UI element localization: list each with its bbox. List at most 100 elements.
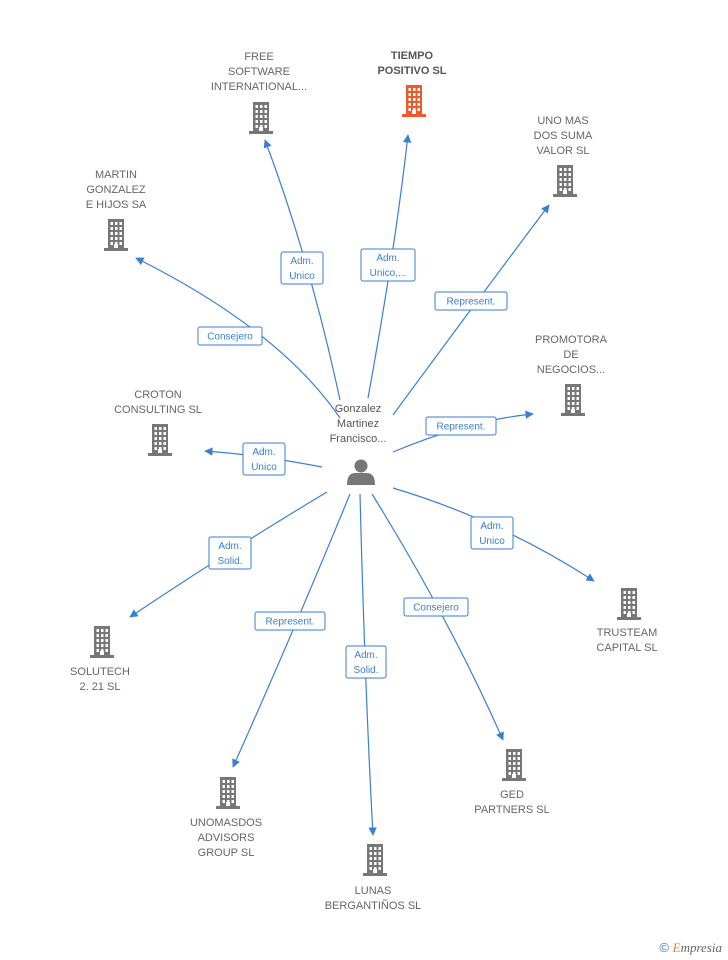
edge-unomasdos_advisors[interactable]: Represent. — [232, 493, 351, 768]
building-icon — [363, 844, 387, 876]
company-label: ADVISORS — [198, 832, 255, 844]
company-label: BERGANTIÑOS SL — [325, 899, 422, 912]
edge-free_software[interactable]: Adm. Unico — [263, 139, 341, 401]
brand-rest: mpresia — [680, 940, 722, 955]
building-icon — [502, 749, 526, 781]
company-node-free_software[interactable]: FREE SOFTWARE INTERNATIONAL... — [211, 51, 307, 134]
company-label: SOLUTECH — [70, 666, 130, 678]
company-node-uno_mas_dos[interactable]: UNO MAS DOS SUMA VALOR SL — [534, 115, 593, 197]
edge-label-box[interactable] — [208, 536, 252, 570]
building-icon — [617, 588, 641, 620]
edge-label-box[interactable] — [345, 645, 387, 679]
person-icon — [347, 459, 375, 485]
company-node-croton[interactable]: CROTON CONSULTING SL — [114, 389, 202, 456]
company-node-tiempo_positivo[interactable]: TIEMPO POSITIVO SL — [377, 50, 447, 117]
edge-lunas[interactable]: Adm. Solid. — [345, 493, 387, 836]
company-node-ged[interactable]: GED PARTNERS SL — [474, 749, 550, 816]
company-label: FREE — [244, 51, 273, 63]
edge-tiempo_positivo[interactable]: Adm. Unico,... — [360, 134, 416, 399]
company-label: NEGOCIOS... — [537, 364, 605, 376]
brand-first-letter: E — [672, 940, 681, 955]
person-label: Francisco... — [330, 433, 387, 445]
company-label: DOS SUMA — [534, 130, 593, 142]
edge-label-text: Adm. — [252, 447, 275, 458]
edge-label-text: Consejero — [207, 332, 253, 343]
company-label: SOFTWARE — [228, 66, 290, 78]
footer-brand: © Empresia — [659, 940, 722, 956]
company-label: VALOR SL — [537, 145, 590, 157]
edge-label-text: Represent. — [437, 422, 486, 433]
edge-label-text: Solid. — [353, 665, 378, 676]
edge-label-text: Solid. — [217, 556, 242, 567]
edge-martin_gonzalez[interactable]: Consejero — [135, 257, 341, 419]
edge-label-text: Represent. — [266, 617, 315, 628]
edge-uno_mas_dos[interactable]: Represent. — [392, 204, 550, 416]
company-label: TIEMPO — [391, 50, 434, 62]
company-label: INTERNATIONAL... — [211, 81, 307, 93]
edge-label-text: Adm. — [376, 253, 399, 264]
company-label: GONZALEZ — [86, 184, 146, 196]
edge-label-text: Consejero — [413, 603, 459, 614]
building-icon — [561, 384, 585, 416]
company-label: CONSULTING SL — [114, 404, 202, 416]
building-icon — [553, 165, 577, 197]
company-label: UNO MAS — [537, 115, 588, 127]
company-label: POSITIVO SL — [377, 65, 446, 77]
copyright-symbol: © — [659, 940, 670, 955]
company-label: LUNAS — [355, 885, 392, 897]
edge-label-box[interactable] — [470, 516, 514, 550]
edge-ged[interactable]: Consejero — [371, 493, 504, 741]
company-label: DE — [563, 349, 578, 361]
edge-trusteam[interactable]: Adm. Unico — [392, 487, 595, 582]
building-icon — [216, 777, 240, 809]
edge-promotora[interactable]: Represent. — [392, 410, 534, 453]
center-node[interactable]: GonzalezMartinezFrancisco... — [330, 403, 387, 485]
company-label: CROTON — [134, 389, 182, 401]
company-node-unomasdos_advisors[interactable]: UNOMASDOS ADVISORS GROUP SL — [190, 777, 262, 859]
edge-label-text: Unico,... — [370, 268, 407, 279]
company-label: MARTIN — [95, 169, 137, 181]
company-node-martin_gonzalez[interactable]: MARTIN GONZALEZ E HIJOS SA — [86, 169, 147, 251]
company-node-promotora[interactable]: PROMOTORADENEGOCIOS... — [535, 334, 608, 416]
edge-label-box[interactable] — [360, 248, 416, 282]
company-node-solutech[interactable]: SOLUTECH 2. 21 SL — [70, 626, 130, 693]
edge-label-box[interactable] — [254, 611, 326, 631]
edge-croton[interactable]: Adm. Unico — [204, 442, 323, 476]
company-label: GED — [500, 789, 524, 801]
edge-label-text: Adm. — [290, 256, 313, 267]
edge-label-text: Adm. — [354, 650, 377, 661]
company-label: UNOMASDOS — [190, 817, 262, 829]
company-label: 2. 21 SL — [80, 681, 121, 693]
nodes-layer: FREE SOFTWARE INTERNATIONAL... TIEMPO POSITI… — [70, 50, 658, 912]
edge-label-text: Unico — [251, 462, 277, 473]
building-icon — [90, 626, 114, 658]
person-label: Gonzalez — [335, 403, 381, 415]
edge-label-box[interactable] — [425, 416, 497, 436]
company-label: E HIJOS SA — [86, 199, 147, 211]
building-icon — [104, 219, 128, 251]
company-label: GROUP SL — [198, 847, 255, 859]
edge-label-text: Adm. — [480, 521, 503, 532]
person-label: Martinez — [337, 418, 379, 430]
edge-label-text: Unico — [289, 271, 315, 282]
edges-layer: Adm.UnicoAdm.Unico,...Represent.Consejer… — [129, 134, 595, 836]
company-label: TRUSTEAM — [597, 627, 658, 639]
building-icon — [148, 424, 172, 456]
edge-solutech[interactable]: Adm. Solid. — [129, 491, 328, 618]
edge-line — [232, 493, 351, 768]
edge-label-box[interactable] — [403, 597, 469, 617]
edge-label-box[interactable] — [197, 326, 263, 346]
edge-line — [371, 493, 504, 741]
edge-label-text: Adm. — [218, 541, 241, 552]
building-icon — [249, 102, 273, 134]
edge-label-box[interactable] — [280, 251, 324, 285]
edge-label-box[interactable] — [434, 291, 508, 311]
building-icon — [402, 85, 426, 117]
edge-label-box[interactable] — [242, 442, 286, 476]
company-node-lunas[interactable]: LUNAS BERGANTIÑOS SL — [325, 844, 422, 912]
company-label: CAPITAL SL — [596, 642, 657, 654]
edge-label-text: Unico — [479, 536, 505, 547]
company-label: PARTNERS SL — [474, 804, 549, 816]
company-node-trusteam[interactable]: TRUSTEAM CAPITAL SL — [596, 588, 658, 654]
